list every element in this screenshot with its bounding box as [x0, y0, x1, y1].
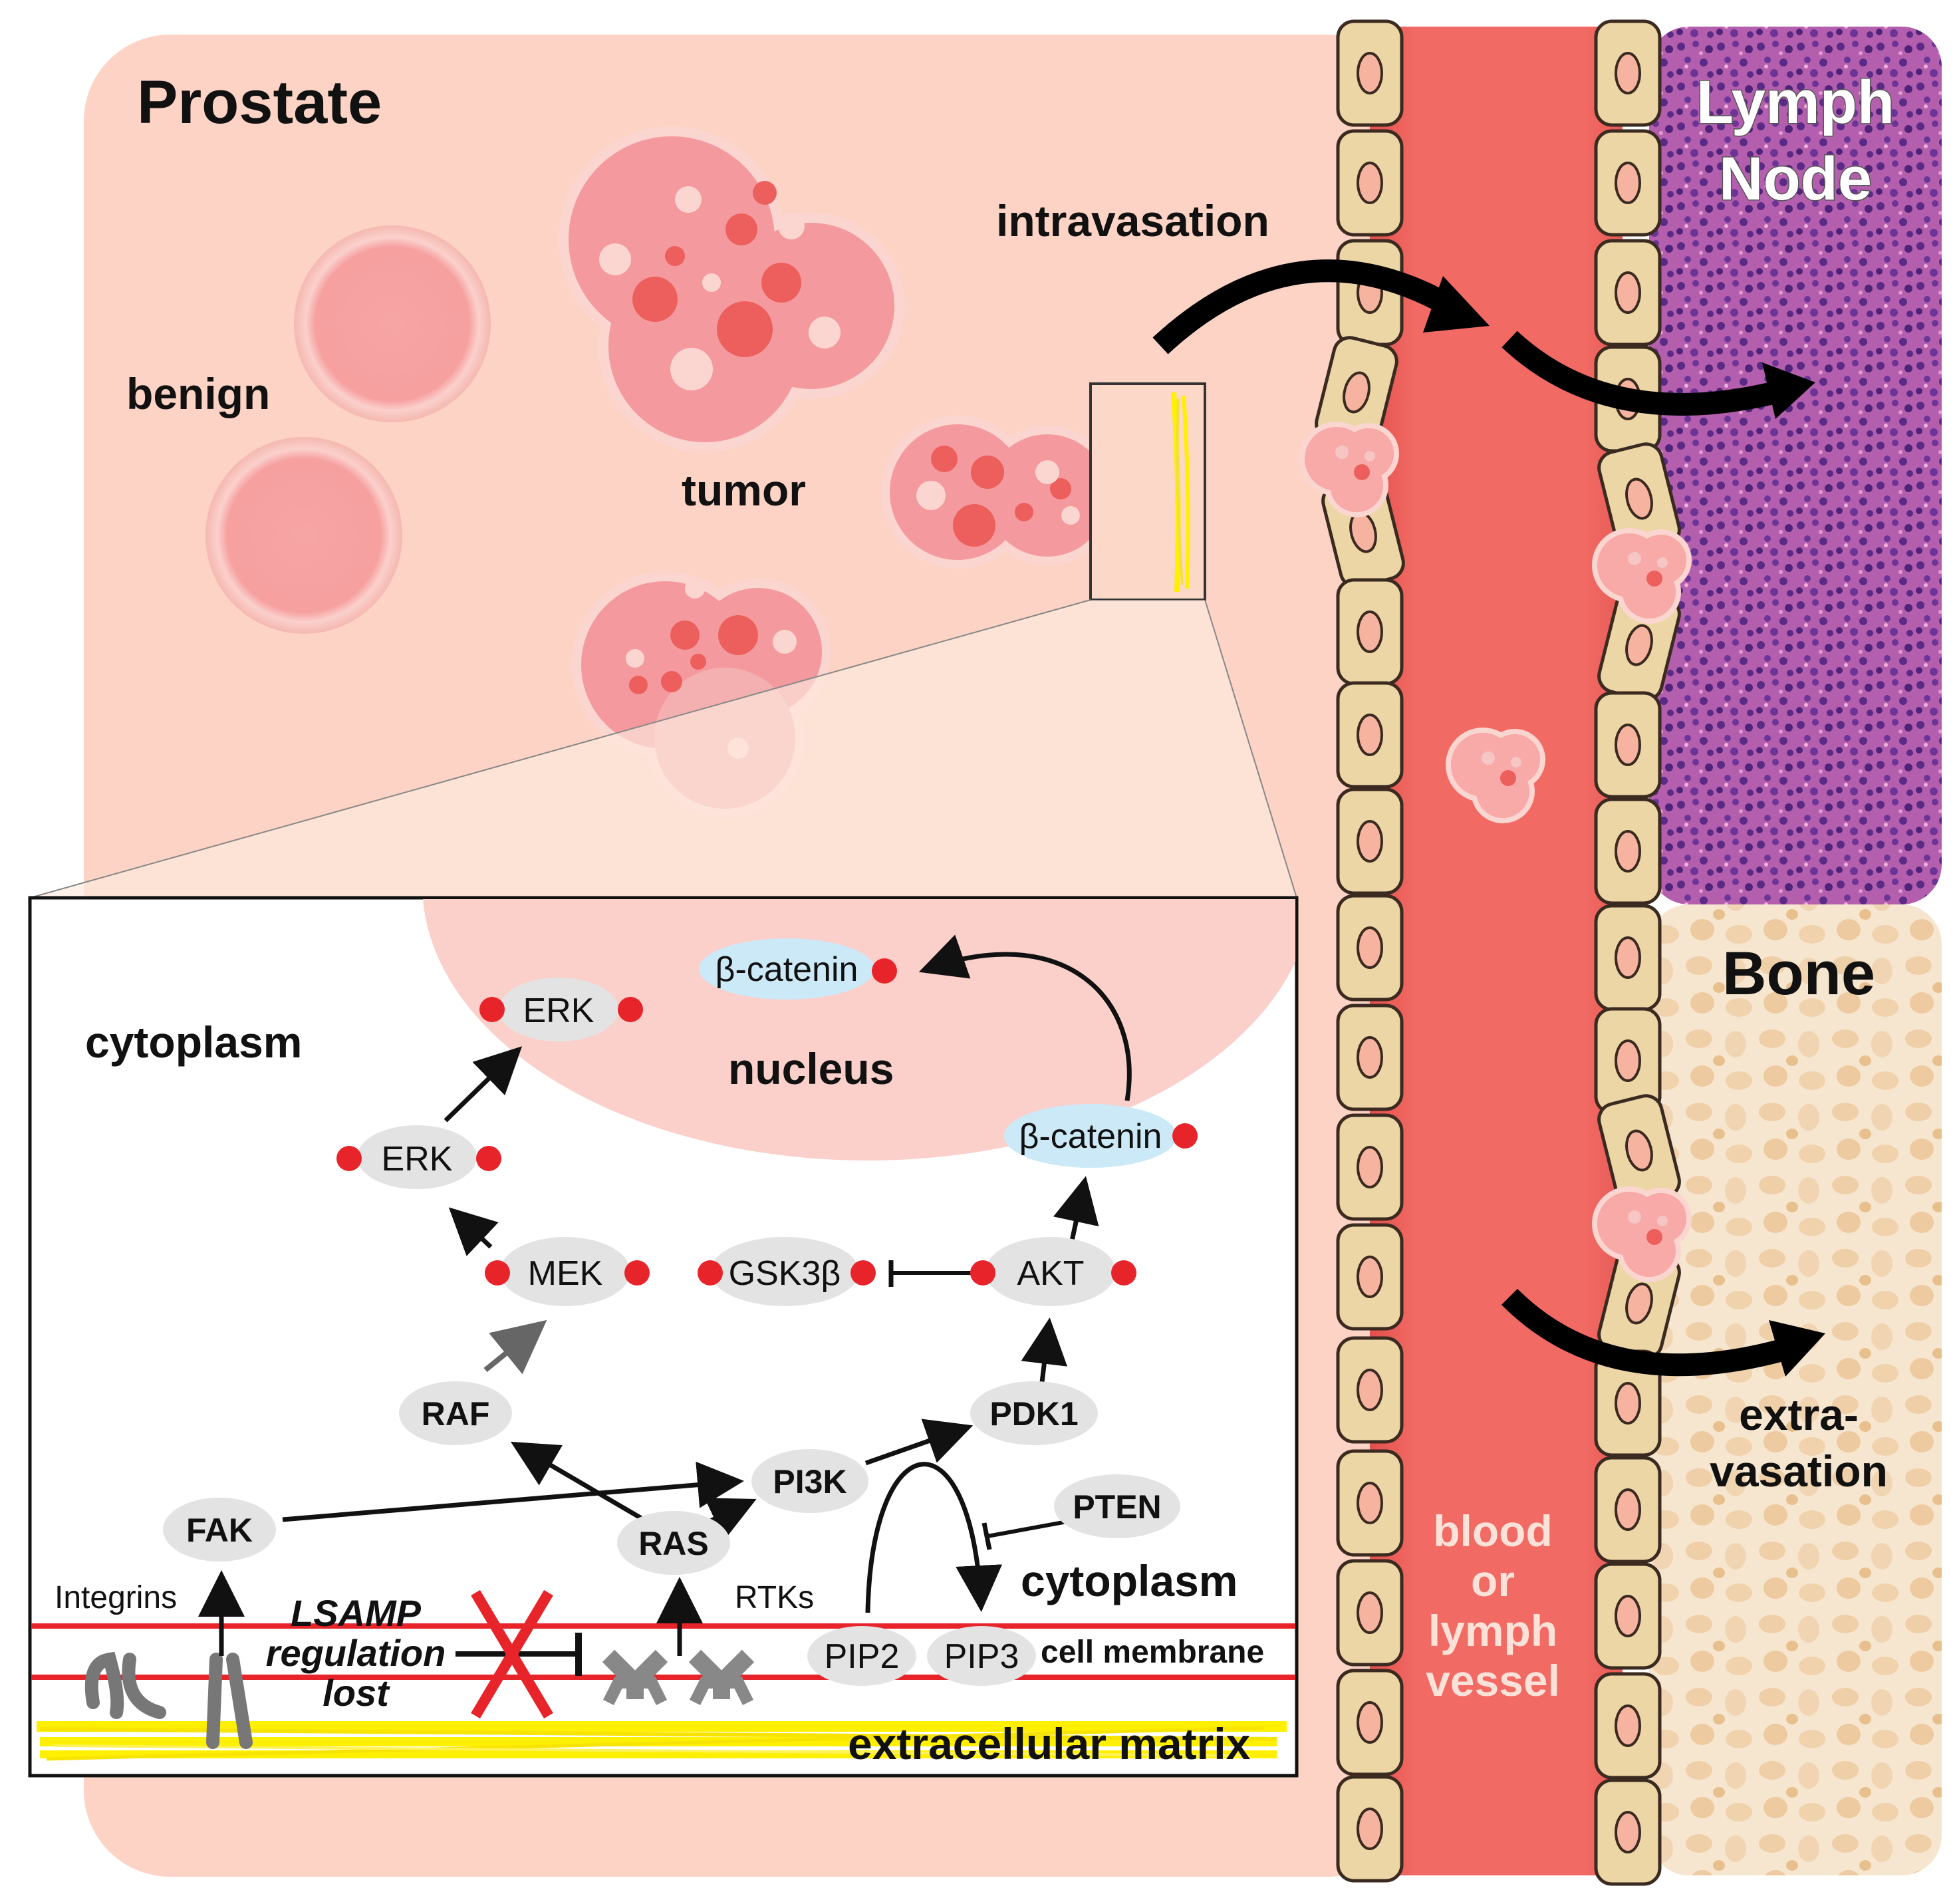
node-pi3k: PI3K: [751, 1449, 868, 1513]
svg-text:ERK: ERK: [382, 1140, 453, 1178]
extravasation-label: extra-: [1739, 1390, 1859, 1439]
node-pten: PTEN: [1054, 1474, 1180, 1538]
node-erk-nuclear: ERK: [479, 978, 643, 1041]
cell-membrane: [31, 1623, 1295, 1680]
lsamp-label: LSAMP regulation lost: [266, 1592, 446, 1714]
node-beta-catenin-nuclear: β-catenin: [699, 938, 897, 1000]
node-beta-catenin: β-catenin: [1004, 1104, 1198, 1168]
extravasation-label: vasation: [1710, 1446, 1888, 1496]
zoom-box: [1089, 382, 1206, 601]
svg-text:blood: blood: [1433, 1506, 1553, 1556]
cytoplasm-label: cytoplasm: [85, 1018, 302, 1067]
svg-text:GSK3β: GSK3β: [729, 1254, 841, 1293]
integrin-icon: [84, 1651, 253, 1749]
raf-mek-arrow: [483, 1319, 547, 1375]
node-mek: MEK: [485, 1237, 650, 1306]
svg-text:PI3K: PI3K: [773, 1463, 847, 1500]
svg-text:LSAMP: LSAMP: [291, 1592, 422, 1634]
benign-label: benign: [126, 369, 270, 418]
svg-text:MEK: MEK: [528, 1254, 603, 1293]
node-gsk3b: GSK3β: [698, 1237, 876, 1306]
node-pdk1: PDK1: [970, 1381, 1098, 1445]
nucleus: [423, 899, 1295, 1160]
signaling-inset: cytoplasm nucleus cytoplasm cell membran…: [28, 896, 1299, 1778]
intravasation-label: intravasation: [996, 196, 1269, 245]
svg-text:ERK: ERK: [523, 992, 594, 1030]
svg-text:or: or: [1471, 1556, 1515, 1605]
svg-text:PIP2: PIP2: [825, 1637, 900, 1676]
nucleus-label: nucleus: [728, 1044, 894, 1093]
svg-text:RAF: RAF: [422, 1395, 490, 1432]
svg-text:RAS: RAS: [638, 1525, 709, 1562]
tumor-gland: [559, 126, 904, 452]
lymph-node-tissue: [1649, 27, 1942, 904]
inhibition-pten-pip3: [981, 1519, 1071, 1550]
svg-text:AKT: AKT: [1017, 1254, 1084, 1293]
node-fak: FAK: [163, 1498, 276, 1562]
svg-text:PIP3: PIP3: [944, 1637, 1019, 1676]
bone-tissue: [1649, 904, 1942, 1875]
cell-membrane-label: cell membrane: [1041, 1635, 1264, 1670]
integrins-label: Integrins: [55, 1580, 177, 1615]
svg-text:lost: lost: [323, 1672, 390, 1714]
node-erk: ERK: [336, 1125, 501, 1189]
cytoplasm-label: cytoplasm: [1021, 1556, 1238, 1605]
lost-cross-icon: [471, 1589, 553, 1719]
vessel: [1370, 27, 1623, 1875]
node-pip3: PIP3: [927, 1626, 1036, 1686]
node-akt: AKT: [970, 1237, 1136, 1306]
svg-text:vessel: vessel: [1426, 1656, 1560, 1705]
vessel-label: blood or lymph vessel: [1426, 1506, 1560, 1705]
svg-text:β-catenin: β-catenin: [716, 950, 858, 989]
rtk-icon: [688, 1649, 755, 1706]
node-raf: RAF: [399, 1381, 512, 1445]
zoom-projection: [29, 599, 1297, 898]
tumor-gland: [881, 416, 1117, 569]
svg-text:regulation: regulation: [266, 1632, 446, 1674]
prostate-title: Prostate: [137, 68, 382, 136]
lymph-node-title: Node: [1719, 145, 1872, 213]
extracellular-matrix: [37, 1721, 1287, 1761]
svg-text:lymph: lymph: [1428, 1606, 1557, 1655]
node-pip2: PIP2: [807, 1626, 916, 1686]
extravasation-arrow: [1501, 1288, 1825, 1377]
svg-text:β-catenin: β-catenin: [1019, 1117, 1162, 1156]
svg-text:FAK: FAK: [186, 1512, 253, 1549]
intravasation-arrow: [1152, 259, 1815, 419]
rtk-icon: [602, 1649, 668, 1706]
rtks-label: RTKs: [735, 1580, 814, 1615]
lymph-node-title: Lymph: [1696, 68, 1894, 136]
tumor-label: tumor: [682, 466, 806, 515]
svg-text:PDK1: PDK1: [989, 1395, 1078, 1432]
benign-gland: [294, 225, 491, 422]
svg-text:PTEN: PTEN: [1073, 1488, 1161, 1526]
node-ras: RAS: [617, 1511, 730, 1575]
bone-title: Bone: [1722, 940, 1875, 1008]
benign-gland: [205, 437, 402, 634]
extracellular-matrix-label: extracellular matrix: [848, 1719, 1251, 1768]
inhibition-akt-gsk3b: [888, 1260, 981, 1287]
